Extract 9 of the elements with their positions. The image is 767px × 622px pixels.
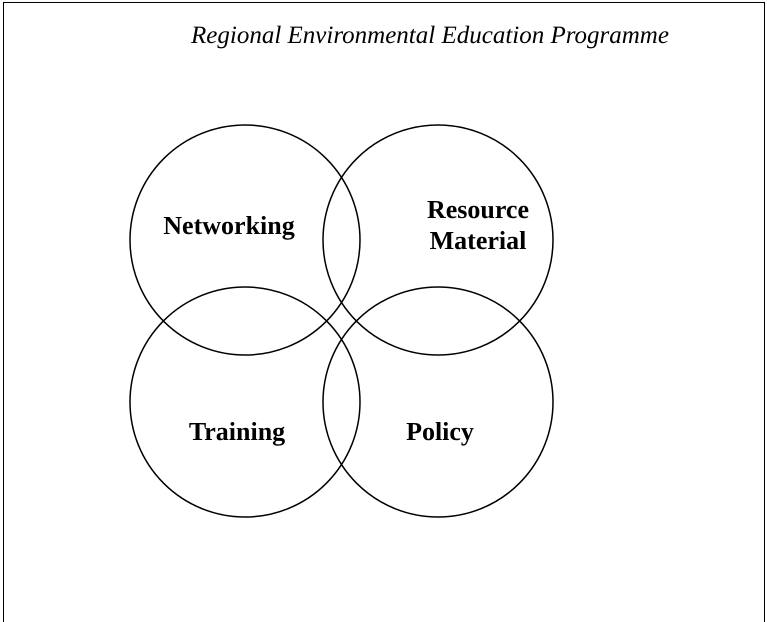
- circle-label: Networking: [162, 210, 296, 241]
- circle-label: Training: [188, 416, 286, 447]
- venn-circle: [129, 124, 361, 356]
- venn-circle: [322, 124, 554, 356]
- circle-label: Policy: [405, 416, 475, 447]
- circle-label: Resource Material: [426, 194, 530, 256]
- diagram-title: Regional Environmental Education Programme: [190, 22, 670, 50]
- venn-circle: [322, 286, 554, 518]
- venn-circle: [129, 286, 361, 518]
